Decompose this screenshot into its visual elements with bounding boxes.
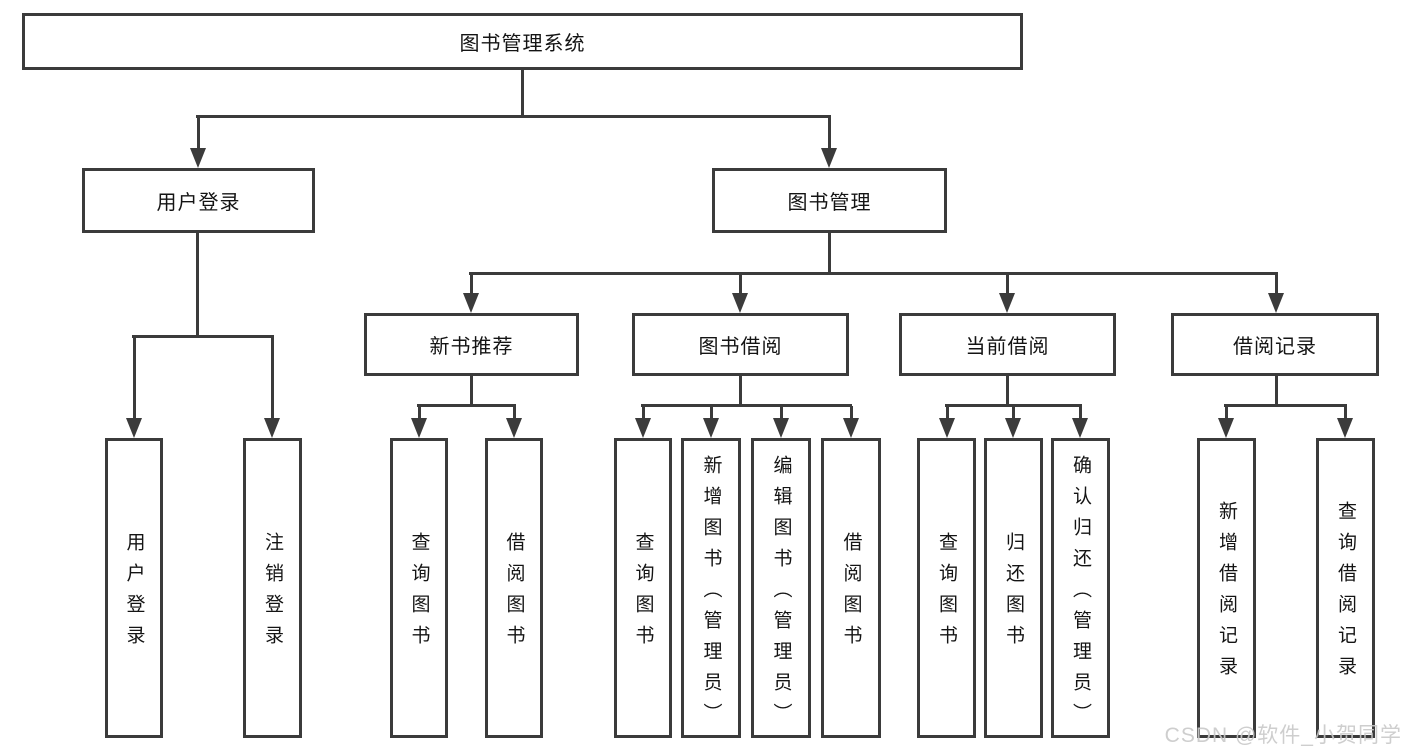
leaf-records-add-record: 新增借阅记录 bbox=[1197, 438, 1256, 738]
arrow-down-icon bbox=[732, 274, 748, 313]
leaf-records-query-record: 查询借阅记录 bbox=[1316, 438, 1375, 738]
connector-borrow-stem bbox=[739, 376, 742, 406]
arrow-down-icon bbox=[126, 337, 142, 438]
connector-userlogin-bar bbox=[132, 335, 274, 338]
connector-records-bar bbox=[1224, 404, 1347, 407]
leaf-borrow-edit-books-admin-label: 编辑图书（管理员） bbox=[770, 454, 792, 734]
leaf-records-add-record-label: 新增借阅记录 bbox=[1216, 501, 1237, 687]
leaf-current-return-books: 归还图书 bbox=[984, 438, 1043, 738]
node-current-borrow-label: 当前借阅 bbox=[965, 336, 1050, 358]
leaf-recommend-borrow-books-label: 借阅图书 bbox=[503, 532, 525, 656]
leaf-current-query-books: 查询图书 bbox=[917, 438, 976, 738]
leaf-logout: 注销登录 bbox=[243, 438, 302, 738]
node-new-book-recommend: 新书推荐 bbox=[364, 313, 579, 376]
leaf-borrow-borrow-books: 借阅图书 bbox=[821, 438, 881, 738]
arrow-down-icon bbox=[190, 117, 206, 168]
arrow-down-icon bbox=[1072, 406, 1088, 438]
leaf-borrow-edit-books-admin: 编辑图书（管理员） bbox=[751, 438, 811, 738]
node-book-borrow-label: 图书借阅 bbox=[698, 336, 783, 358]
arrow-down-icon bbox=[635, 406, 651, 438]
arrow-down-icon bbox=[773, 406, 789, 438]
leaf-recommend-borrow-books: 借阅图书 bbox=[485, 438, 543, 738]
node-borrow-records: 借阅记录 bbox=[1171, 313, 1379, 376]
leaf-borrow-add-books-admin-label: 新增图书（管理员） bbox=[700, 454, 722, 734]
node-borrow-records-label: 借阅记录 bbox=[1233, 336, 1317, 358]
arrow-down-icon bbox=[506, 406, 522, 438]
leaf-logout-label: 注销登录 bbox=[262, 532, 283, 656]
leaf-borrow-query-books: 查询图书 bbox=[614, 438, 672, 738]
leaf-borrow-query-books-label: 查询图书 bbox=[632, 532, 654, 656]
node-new-book-recommend-label: 新书推荐 bbox=[429, 336, 514, 358]
leaf-user-login-label: 用户登录 bbox=[123, 532, 145, 656]
node-book-borrow: 图书借阅 bbox=[632, 313, 849, 376]
node-current-borrow: 当前借阅 bbox=[899, 313, 1116, 376]
node-book-management: 图书管理 bbox=[712, 168, 947, 233]
leaf-records-query-record-label: 查询借阅记录 bbox=[1335, 501, 1356, 687]
leaf-current-return-books-label: 归还图书 bbox=[1003, 532, 1024, 656]
connector-records-stem bbox=[1275, 376, 1278, 406]
arrow-down-icon bbox=[1218, 406, 1234, 438]
leaf-current-query-books-label: 查询图书 bbox=[936, 532, 957, 656]
arrow-down-icon bbox=[1337, 406, 1353, 438]
leaf-recommend-query-books: 查询图书 bbox=[390, 438, 448, 738]
arrow-down-icon bbox=[703, 406, 719, 438]
arrow-down-icon bbox=[264, 337, 280, 438]
connector-current-stem bbox=[1006, 376, 1009, 406]
node-book-management-label: 图书管理 bbox=[787, 192, 872, 214]
connector-bookmgmt-stem bbox=[828, 233, 831, 274]
arrow-down-icon bbox=[1268, 274, 1284, 313]
arrow-down-icon bbox=[821, 117, 837, 168]
node-user-login: 用户登录 bbox=[82, 168, 315, 233]
node-user-login-label: 用户登录 bbox=[156, 192, 241, 214]
arrow-down-icon bbox=[411, 406, 427, 438]
leaf-user-login: 用户登录 bbox=[105, 438, 163, 738]
leaf-borrow-add-books-admin: 新增图书（管理员） bbox=[681, 438, 741, 738]
arrow-down-icon bbox=[463, 274, 479, 313]
node-root-label: 图书管理系统 bbox=[459, 33, 586, 55]
csdn-watermark: CSDN @软件_小贺同学 bbox=[1164, 724, 1402, 747]
connector-recommend-bar bbox=[417, 404, 516, 407]
leaf-borrow-borrow-books-label: 借阅图书 bbox=[840, 532, 862, 656]
node-root: 图书管理系统 bbox=[22, 13, 1023, 70]
arrow-down-icon bbox=[843, 406, 859, 438]
connector-borrow-bar bbox=[641, 404, 852, 407]
connector-bookmgmt-bar bbox=[469, 272, 1278, 275]
connector-recommend-stem bbox=[470, 376, 473, 406]
leaf-recommend-query-books-label: 查询图书 bbox=[408, 532, 430, 656]
connector-root-stem bbox=[521, 70, 524, 117]
leaf-current-confirm-return-admin-label: 确认归还（管理员） bbox=[1070, 454, 1091, 734]
leaf-current-confirm-return-admin: 确认归还（管理员） bbox=[1051, 438, 1110, 738]
connector-current-bar bbox=[945, 404, 1082, 407]
arrow-down-icon bbox=[939, 406, 955, 438]
connector-userlogin-stem bbox=[196, 233, 199, 337]
arrow-down-icon bbox=[1005, 406, 1021, 438]
connector-root-bar bbox=[196, 115, 831, 118]
arrow-down-icon bbox=[999, 274, 1015, 313]
